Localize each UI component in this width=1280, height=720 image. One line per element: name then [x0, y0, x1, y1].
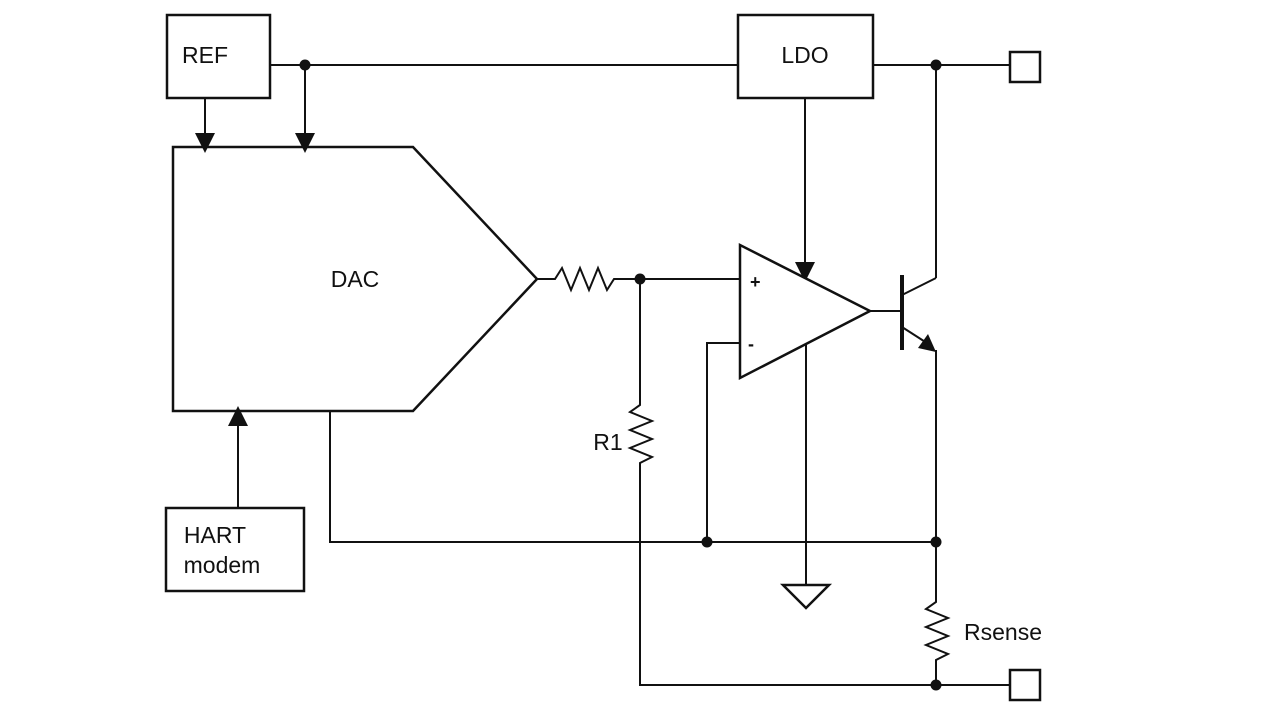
hart-modem-block: HART modem: [164, 506, 306, 593]
ref-block: REF: [165, 13, 272, 100]
ldo-block: LDO: [736, 13, 875, 100]
dac-output-resistor: [537, 265, 640, 293]
dac-ground-wire: [329, 411, 936, 543]
ground-symbol: [779, 583, 833, 610]
hart-label-line2: modem: [184, 552, 261, 578]
output-terminal-bottom: [1008, 668, 1042, 702]
junction-dot-ldo-out: [930, 59, 942, 71]
ldo-label: LDO: [781, 42, 828, 68]
ref-label: REF: [182, 42, 228, 68]
op-amp: + -: [738, 242, 873, 381]
dac-label: DAC: [331, 266, 380, 292]
rsense-label: Rsense: [964, 619, 1042, 645]
junction-dot-sense: [930, 536, 942, 548]
r1-resistor: [627, 279, 936, 686]
opamp-plus-sign: +: [750, 272, 761, 292]
opamp-minus-sign: -: [748, 334, 754, 354]
feedback-wire: [706, 342, 740, 542]
r1-label: R1: [593, 429, 622, 455]
junction-dot-bottom: [930, 679, 942, 691]
hart-label-line1: HART: [184, 522, 246, 548]
junction-dot-dac-out: [634, 273, 646, 285]
rsense-resistor: [923, 542, 1010, 686]
transistor: [870, 275, 937, 352]
output-terminal-top: [1008, 50, 1042, 84]
junction-dot-ref: [299, 59, 311, 71]
dac-block: DAC: [171, 145, 539, 413]
junction-dot-feedback: [701, 536, 713, 548]
